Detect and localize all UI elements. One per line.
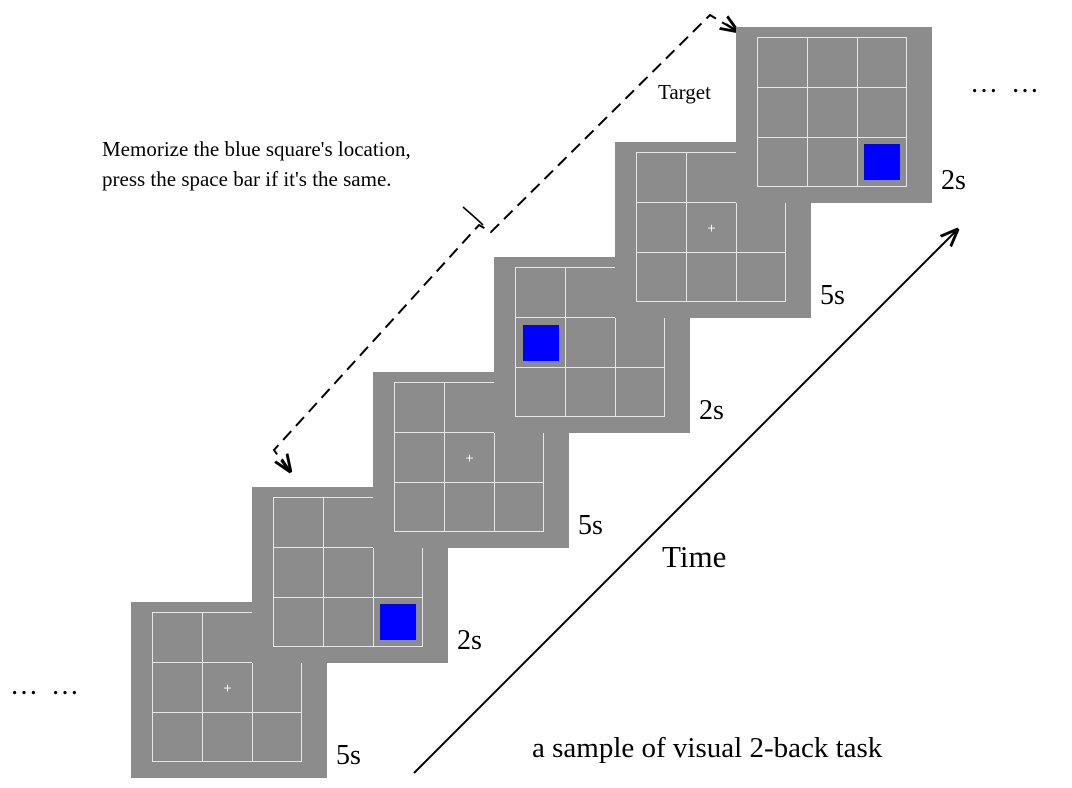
grid-cell xyxy=(515,267,565,317)
duration-label: 5s xyxy=(578,510,603,541)
grid-cell xyxy=(615,317,665,367)
stimulus-frame-6 xyxy=(736,27,932,203)
grid-cell: + xyxy=(444,432,494,482)
time-axis-arrow xyxy=(413,230,957,774)
grid-cell xyxy=(373,547,423,597)
grid-cell xyxy=(494,482,544,532)
grid-cell xyxy=(757,37,807,87)
grid-cell xyxy=(252,662,302,712)
grid-cell xyxy=(757,87,807,137)
instruction-line-1: Memorize the blue square's location, xyxy=(102,137,411,161)
instruction-text: Memorize the blue square's location, pre… xyxy=(102,134,411,194)
grid-cell xyxy=(686,252,736,302)
grid-cell xyxy=(323,547,373,597)
grid-cell xyxy=(323,597,373,647)
bracket-tip-upper-arrow xyxy=(726,24,737,31)
grid-cell xyxy=(736,252,786,302)
grid-cell xyxy=(152,612,202,662)
grid-cell xyxy=(494,432,544,482)
bracket-tip-lower-arrow xyxy=(282,459,290,471)
grid-cell xyxy=(565,317,615,367)
grid-cell: + xyxy=(686,202,736,252)
grid-cell xyxy=(636,152,686,202)
grid-3x3 xyxy=(757,37,907,187)
fixation-cross: + xyxy=(464,450,475,464)
caption: a sample of visual 2-back task xyxy=(532,732,883,764)
blue-square xyxy=(864,144,900,180)
grid-cell xyxy=(202,712,252,762)
grid-cell xyxy=(515,317,565,367)
grid-cell xyxy=(615,367,665,417)
bracket-notch xyxy=(462,206,484,226)
grid-cell xyxy=(394,382,444,432)
grid-cell xyxy=(273,497,323,547)
grid-cell xyxy=(373,597,423,647)
grid-cell xyxy=(152,662,202,712)
grid-cell xyxy=(807,37,857,87)
grid-cell xyxy=(394,432,444,482)
grid-cell xyxy=(152,712,202,762)
duration-label: 5s xyxy=(820,280,845,311)
instruction-line-2: press the space bar if it's the same. xyxy=(102,167,392,191)
grid-cell xyxy=(807,137,857,187)
grid-cell xyxy=(857,87,907,137)
ellipsis-right: … … xyxy=(970,68,1042,99)
blue-square xyxy=(380,604,416,640)
grid-cell xyxy=(807,87,857,137)
grid-3x3 xyxy=(273,497,423,647)
grid-cell xyxy=(252,712,302,762)
duration-label: 2s xyxy=(699,395,724,426)
blue-square xyxy=(522,324,559,361)
grid-cell xyxy=(323,497,373,547)
duration-label: 2s xyxy=(457,625,482,656)
grid-cell xyxy=(444,382,494,432)
grid-cell xyxy=(686,152,736,202)
duration-label: 5s xyxy=(336,740,361,771)
grid-cell xyxy=(565,367,615,417)
grid-cell xyxy=(202,612,252,662)
duration-label: 2s xyxy=(941,165,966,196)
grid-cell xyxy=(857,137,907,187)
fixation-cross: + xyxy=(706,220,717,234)
grid-cell: + xyxy=(202,662,252,712)
time-label: Time xyxy=(662,539,727,574)
grid-cell xyxy=(273,547,323,597)
grid-cell xyxy=(857,37,907,87)
grid-cell xyxy=(444,482,494,532)
grid-cell xyxy=(394,482,444,532)
grid-cell xyxy=(273,597,323,647)
grid-cell xyxy=(515,367,565,417)
grid-cell xyxy=(636,252,686,302)
ellipsis-left: … … xyxy=(10,670,82,701)
target-label: Target xyxy=(658,80,711,104)
grid-cell xyxy=(736,202,786,252)
grid-cell xyxy=(636,202,686,252)
grid-cell xyxy=(757,137,807,187)
fixation-cross: + xyxy=(222,680,233,694)
grid-cell xyxy=(565,267,615,317)
